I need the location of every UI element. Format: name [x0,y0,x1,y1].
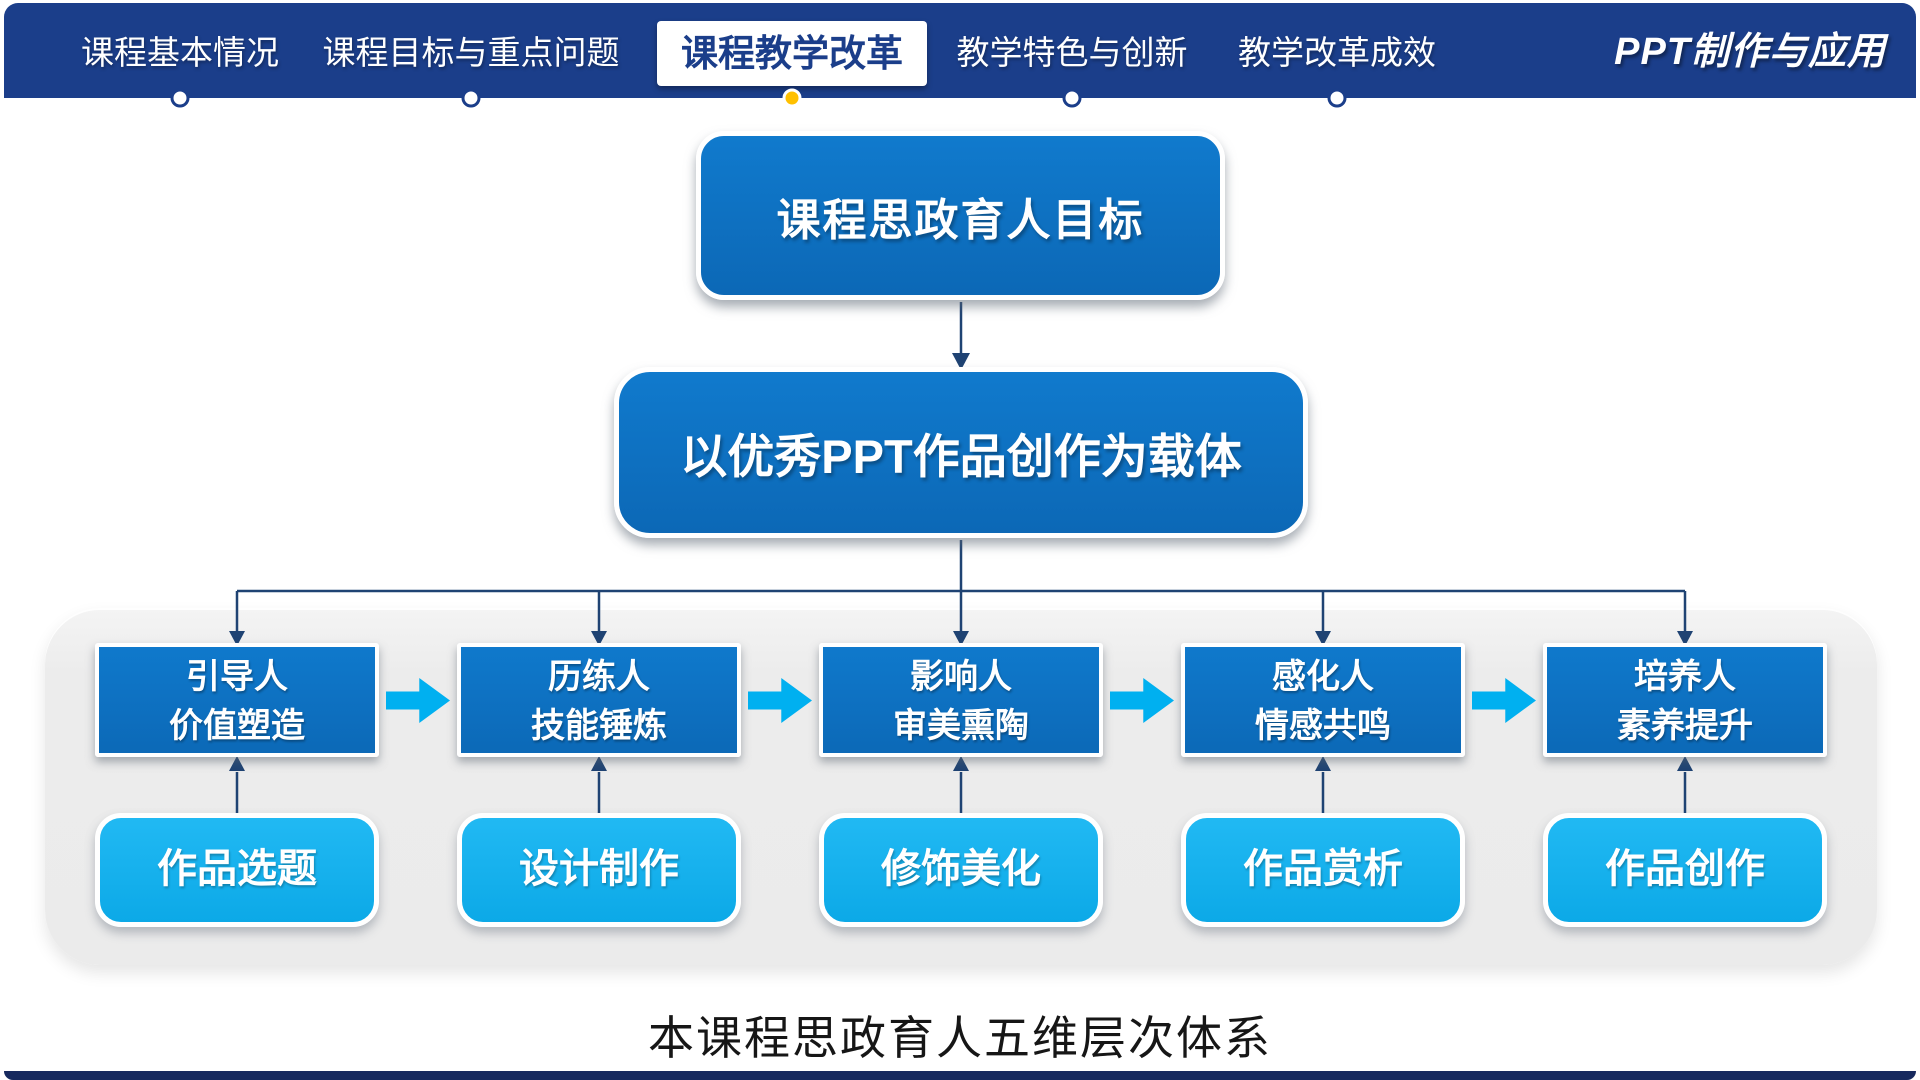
brand-logo: PPT制作与应用 [1614,31,1886,73]
nav-tab-teaching-reform-active[interactable]: 课程教学改革 [657,21,927,86]
nav-tab-goals-issues[interactable]: 课程目标与重点问题 [322,34,620,71]
level-outcome: 审美熏陶 [893,707,1029,745]
task-box-appreciation: 作品赏析 [1181,813,1465,927]
level-box-touch: 感化人 情感共鸣 [1181,643,1465,757]
goal-box: 课程思政育人目标 [696,131,1225,300]
goal-box-label: 课程思政育人目标 [776,195,1145,245]
carrier-box: 以优秀PPT作品创作为载体 [614,367,1308,538]
level-box-influence: 影响人 审美熏陶 [819,643,1103,757]
nav-bar: 课程基本情况 课程目标与重点问题 课程教学改革 教学特色与创新 教学改革成效 P… [4,3,1916,98]
task-box-design-production: 设计制作 [457,813,741,927]
level-role: 感化人 [1272,658,1374,696]
nav-dot-3-active [782,88,802,108]
nav-dot-2 [461,88,481,108]
level-role: 培养人 [1634,658,1736,696]
level-outcome: 技能锤炼 [531,707,667,745]
level-outcome: 价值塑造 [169,707,305,745]
diagram-caption: 本课程思政育人五维层次体系 [648,1012,1272,1064]
nav-tab-features-innovation[interactable]: 教学特色与创新 [956,34,1188,71]
task-box-topic-selection: 作品选题 [95,813,379,927]
level-role: 引导人 [186,658,288,696]
level-box-train: 历练人 技能锤炼 [457,643,741,757]
nav-dot-1 [170,88,190,108]
task-box-creation: 作品创作 [1543,813,1827,927]
nav-dot-5 [1327,88,1347,108]
carrier-box-label: 以优秀PPT作品创作为载体 [680,430,1242,483]
nav-tab-course-basics[interactable]: 课程基本情况 [81,34,279,71]
level-role: 影响人 [910,658,1012,696]
level-role: 历练人 [548,658,650,696]
level-box-cultivate: 培养人 素养提升 [1543,643,1827,757]
nav-tab-reform-results[interactable]: 教学改革成效 [1238,34,1436,71]
level-outcome: 情感共鸣 [1255,707,1391,745]
task-box-beautification: 修饰美化 [819,813,1103,927]
footer-bar [4,1071,1916,1080]
level-box-guide: 引导人 价值塑造 [95,643,379,757]
nav-dot-4 [1062,88,1082,108]
level-outcome: 素养提升 [1617,707,1753,745]
